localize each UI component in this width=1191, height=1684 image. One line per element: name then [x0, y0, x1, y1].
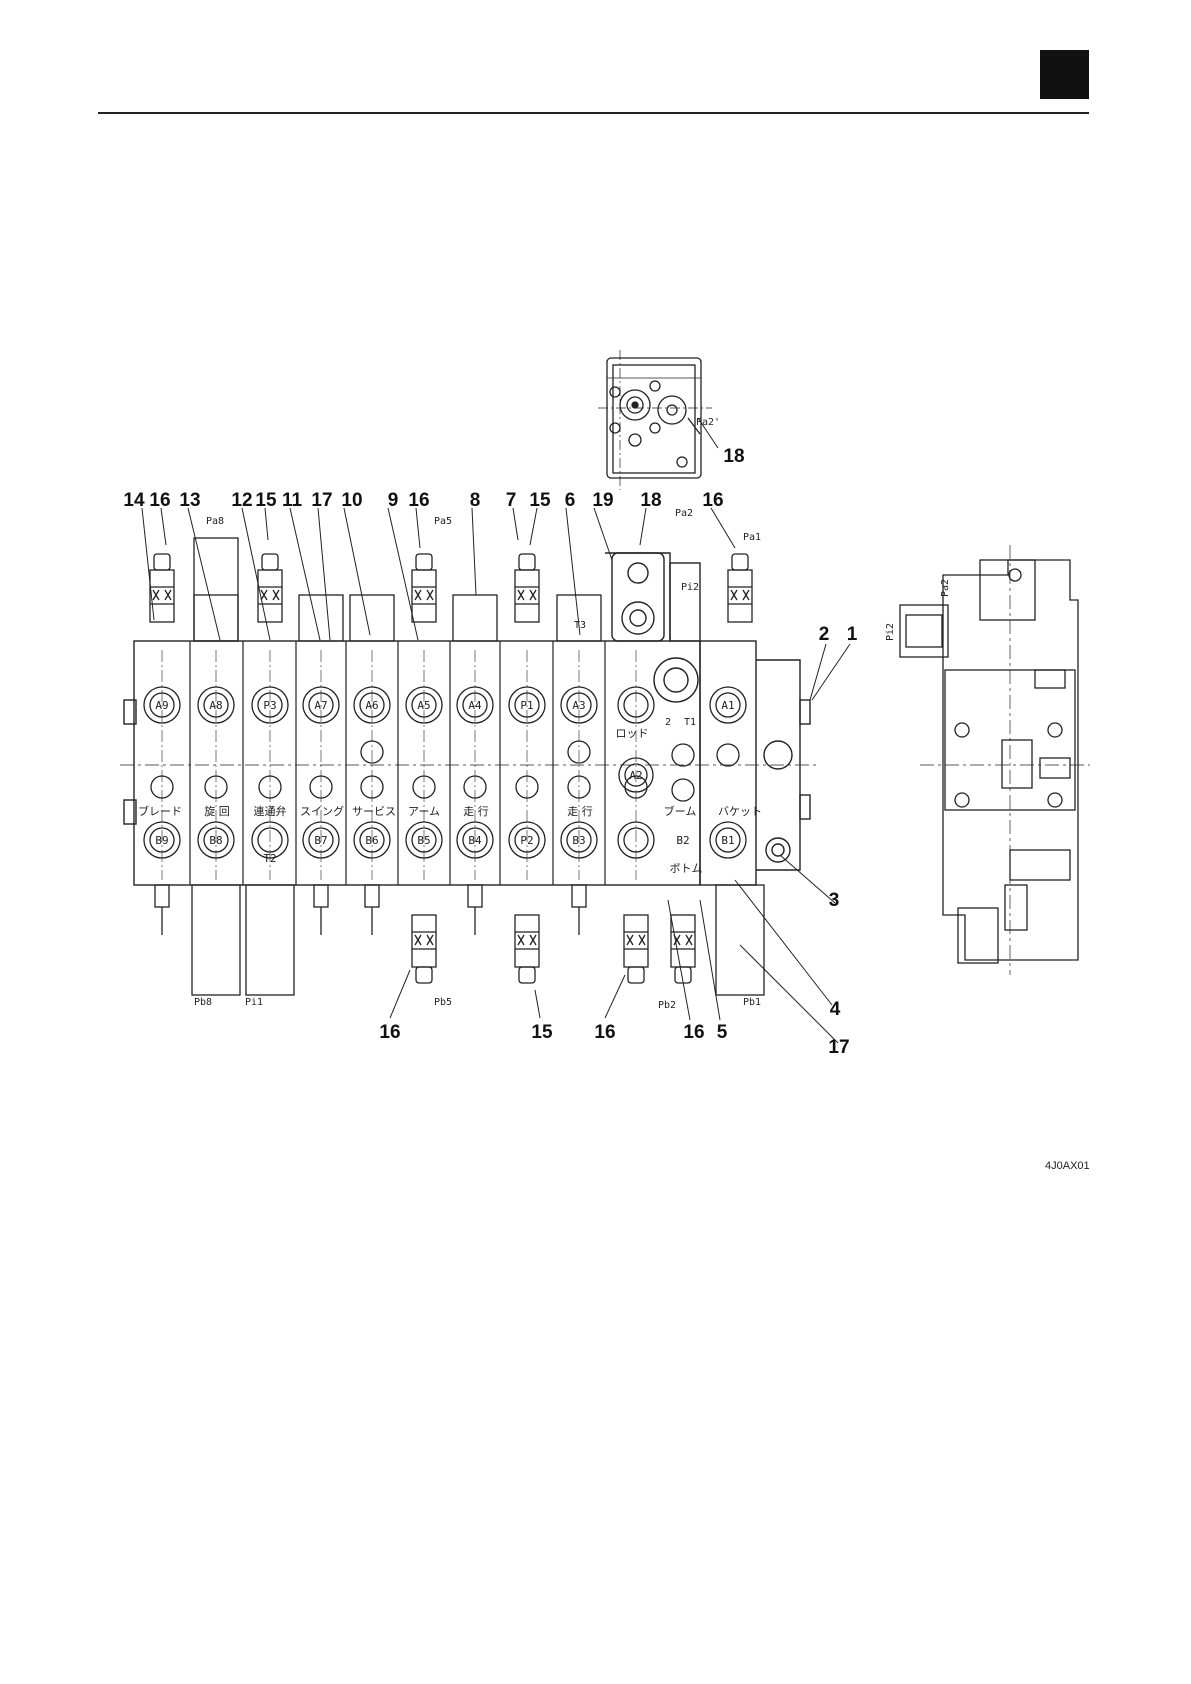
- port-label: B1: [721, 834, 734, 847]
- pilot-label: Pa2: [675, 508, 693, 519]
- callout-number: 17: [828, 1037, 849, 1058]
- pilot-label: Pi2: [681, 582, 699, 593]
- port-label: A6: [365, 699, 378, 712]
- port-label: A8: [209, 699, 222, 712]
- callout-number: 11: [282, 490, 303, 511]
- port-label: A9: [155, 699, 168, 712]
- callout-number: 16: [149, 490, 170, 511]
- port-label: A1: [721, 699, 734, 712]
- pilot-label: Pb8: [194, 997, 212, 1008]
- port-label: T2: [263, 852, 276, 865]
- callout-number: 16: [683, 1022, 704, 1043]
- callout-number: 14: [123, 490, 145, 511]
- callout-number: 10: [341, 490, 362, 511]
- section-label: バケット: [718, 805, 762, 818]
- callout-number: 9: [388, 490, 399, 511]
- port-label: A3: [572, 699, 585, 712]
- section-label: スイング: [300, 804, 344, 818]
- leader-lines: [142, 418, 850, 1043]
- section-label: ブーム: [664, 804, 697, 818]
- pilot-label: Pa2': [696, 417, 720, 428]
- port-label: P1: [520, 699, 533, 712]
- inset-detail-view: [598, 350, 712, 490]
- callout-number: 8: [470, 490, 481, 511]
- callout-number: 15: [255, 490, 277, 511]
- callout-number: 2: [819, 624, 830, 645]
- section-label: ロッド: [616, 727, 649, 740]
- pilot-label: Pa5: [434, 516, 452, 527]
- pilot-label: Pi1: [245, 997, 263, 1008]
- port-label: A4: [468, 699, 482, 712]
- section-label: ブレード: [138, 804, 182, 818]
- callout-number: 19: [592, 490, 613, 511]
- section-label: アーム: [408, 805, 440, 818]
- port-label: B6: [365, 834, 378, 847]
- section-label: 連通弁: [254, 804, 287, 818]
- callout-number: 18: [723, 446, 744, 467]
- section-label: 走 行: [463, 805, 489, 818]
- callout-number: 17: [311, 490, 332, 511]
- callout-number: 18: [640, 490, 661, 511]
- callout-number: 5: [717, 1022, 728, 1043]
- callout-number: 6: [565, 490, 576, 511]
- pilot-label: Pb1: [743, 997, 761, 1008]
- pilot-label: Pi2: [885, 623, 896, 641]
- section-label: 旋 回: [204, 804, 230, 818]
- callout-number: 16: [408, 490, 429, 511]
- pilot-caps-bottom: [155, 885, 764, 995]
- pilot-label: Pb2: [658, 1000, 676, 1011]
- pilot-label: Pa8: [206, 516, 224, 527]
- port-label: P3: [263, 699, 276, 712]
- callout-number: 3: [829, 890, 840, 911]
- section-label: ボトム: [670, 862, 703, 875]
- port-label: A7: [314, 699, 327, 712]
- callout-number: 15: [529, 490, 551, 511]
- section-label: 走 行: [567, 805, 593, 818]
- pilot-label: Pa2: [940, 579, 951, 597]
- port-label: B4: [468, 834, 482, 847]
- callout-number: 7: [506, 490, 517, 511]
- port-label: B7: [314, 834, 327, 847]
- figure-code: 4J0AX01: [1045, 1160, 1090, 1172]
- port-label: A2: [629, 769, 642, 782]
- callout-number: 16: [594, 1022, 615, 1043]
- port-label: B2: [676, 834, 689, 847]
- port-label: A5: [417, 699, 430, 712]
- port-label: P2: [520, 834, 533, 847]
- callout-number: 16: [702, 490, 723, 511]
- misc-label: 2: [665, 717, 671, 728]
- port-label: B9: [155, 834, 168, 847]
- callout-number: 15: [531, 1022, 553, 1043]
- section-label: サービス: [352, 805, 396, 818]
- port-label: B5: [417, 834, 430, 847]
- callout-number: 13: [179, 490, 200, 511]
- port-label: B8: [209, 834, 222, 847]
- port-label: B3: [572, 834, 585, 847]
- callout-number: 12: [231, 490, 252, 511]
- misc-label: T3: [574, 620, 586, 631]
- callout-number: 1: [847, 624, 858, 645]
- callout-number: 16: [379, 1022, 400, 1043]
- side-view: [900, 545, 1090, 975]
- misc-label: T1: [684, 717, 696, 728]
- pilot-label: Pa1: [743, 532, 761, 543]
- callout-number: 4: [830, 999, 841, 1020]
- pilot-label: Pb5: [434, 997, 452, 1008]
